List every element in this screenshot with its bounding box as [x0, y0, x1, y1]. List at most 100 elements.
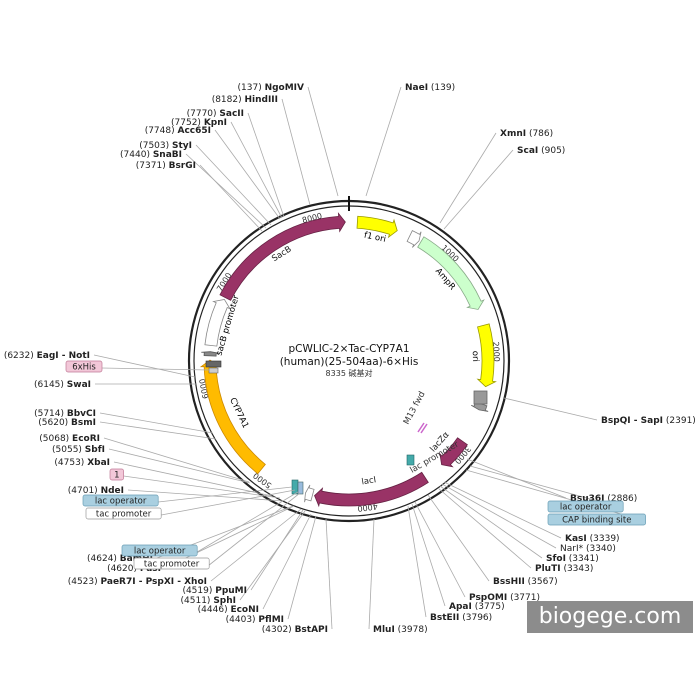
site-bsu36i-position: (2886) [605, 494, 638, 504]
site-bsshii-position: (3567) [525, 577, 558, 587]
site-pflmi-position: (4403) [226, 615, 259, 625]
feature-arrow-sacb [219, 212, 346, 301]
site-styi-position: (7503) [139, 141, 172, 151]
lac-operator-mark-c [406, 454, 415, 466]
site-naei-position: (139) [428, 83, 455, 93]
site-bsteii: BstEII (3796) [430, 613, 492, 623]
badge-1-box [109, 468, 124, 481]
lac-operator-mark-a [291, 479, 299, 495]
site-acc65i: (7748) Acc65I [145, 126, 211, 136]
feature-arrow-lacz [439, 437, 468, 468]
site-pluti-position: (3343) [561, 564, 594, 574]
badge-lac-operator: lac operator [95, 497, 147, 507]
site-apai: ApaI (3775) [449, 602, 505, 612]
tick-label-3: 4000 [357, 502, 378, 513]
site-swai-position: (6145) [34, 380, 67, 390]
site-pflmi-name: PflMI [258, 615, 284, 625]
site-pluti-name: PluTI [535, 564, 561, 574]
feature-arrow-ori [476, 323, 497, 388]
site-leader-lines [93, 86, 646, 630]
site-paer7i-pspxi-xhoi-leader [210, 508, 302, 582]
badge-6xhis: 6xHis [72, 363, 96, 373]
site-econi-name: EcoNI [230, 605, 259, 615]
site-eagi-noti-leader [93, 354, 196, 378]
site-ngomiv: (137) NgoMIV [238, 83, 305, 93]
plasmid-name-line1: pCWLIC-2×Tac-CYP7A1 [288, 343, 409, 355]
site-scai: ScaI (905) [517, 146, 565, 156]
site-sphi: (4511) SphI [181, 596, 236, 606]
site-ndei-position: (4701) [68, 486, 101, 496]
site-kasi: KasI (3339) [565, 534, 620, 544]
site-hindiii: (8182) HindIII [212, 95, 278, 105]
site-sfoi-position: (3341) [566, 554, 599, 564]
feature-arrow-cyp7a1 [199, 359, 266, 475]
site-mlui-name: MluI [373, 625, 395, 635]
site-bsu36i: Bsu36I (2886) [570, 494, 637, 504]
site-bsmi: (5620) BsmI [38, 418, 96, 428]
site-paer7i-pspxi-xhoi: (4523) PaeR7I - PspXI - XhoI [68, 577, 207, 587]
site-hindiii-name: HindIII [244, 95, 278, 105]
site-acc65i-position: (7748) [145, 126, 178, 136]
site-bstapi-leader [325, 518, 333, 630]
site-eagi-noti-name: EagI - NotI [37, 351, 90, 361]
site-sbfi-name: SbfI [85, 445, 105, 455]
site-bsteii-name: BstEII [430, 613, 459, 623]
site-nari: NarI* (3340) [560, 544, 616, 554]
badge-tac-promoter-leader [161, 489, 296, 516]
badge-cap-binding-site-box [547, 513, 646, 526]
site-sphi-name: SphI [213, 596, 236, 606]
six-his-mark [208, 367, 219, 374]
badge-tac-promoter: tac promoter [144, 560, 200, 570]
site-xmni-name: XmnI [500, 129, 526, 139]
site-bsu36i-name: Bsu36I [570, 494, 605, 504]
site-paer7i-pspxi-xhoi-name: PaeR7I - PspXI - XhoI [101, 577, 207, 587]
site-eagi-noti-position: (6232) [4, 351, 37, 361]
site-bsrgi: (7371) BsrGI [136, 161, 196, 171]
site-econi-leader [262, 513, 312, 610]
site-sbfi-leader [108, 448, 251, 484]
m13-fwd-label: M13 fwd [402, 390, 428, 427]
site-nari-name: NarI* [560, 544, 584, 554]
site-econi: (4446) EcoNI [198, 605, 259, 615]
badge-6xhis-box [65, 360, 103, 373]
site-scai-leader [443, 149, 514, 230]
site-sfoi-leader [439, 485, 543, 559]
site-snabi-name: SnaBI [153, 150, 182, 160]
site-snabi-position: (7440) [120, 150, 153, 160]
feature-arrow-f1-ori [356, 215, 398, 239]
site-scai-name: ScaI [517, 146, 538, 156]
tick-label-1: 2000 [491, 341, 501, 362]
site-nari-leader [441, 483, 557, 549]
site-apai-name: ApaI [449, 602, 472, 612]
site-bstapi-position: (4302) [262, 625, 295, 635]
site-sbfi-position: (5055) [52, 445, 85, 455]
feature-label-f1-ori: f1 ori [363, 231, 387, 245]
site-kpni-position: (7752) [171, 118, 204, 128]
plasmid-name-line2: (human)(25-504aa)-6×His [280, 356, 419, 368]
feature-label-ori: ori [470, 351, 480, 362]
site-bsteii-leader [407, 505, 427, 618]
plasmid-size: 8335 碱基对 [326, 368, 373, 378]
site-styi-leader [195, 144, 272, 226]
site-bsshii: BssHII (3567) [493, 577, 558, 587]
site-xmni: XmnI (786) [500, 129, 553, 139]
feature-arrow-laci-promoter [304, 484, 315, 503]
site-bbvci-name: BbvCI [67, 409, 96, 419]
site-bspqi-sapi: BspQI - SapI (2391) [601, 416, 696, 426]
site-bspqi-sapi-leader [503, 397, 598, 421]
site-bsteii-position: (3796) [459, 613, 492, 623]
badge-lac-operator: lac operator [134, 547, 186, 557]
badge-lac-operator-box [547, 500, 624, 513]
feature-arrow-laci [314, 471, 429, 508]
site-eagi-noti: (6232) EagI - NotI [4, 351, 90, 361]
feature-arrow-loxp [201, 351, 220, 357]
site-naei-name: NaeI [405, 83, 428, 93]
site-ngomiv-position: (137) [238, 83, 265, 93]
site-bspqi-sapi-position: (2391) [663, 416, 696, 426]
feature-arrow-ampr [417, 236, 485, 310]
site-xmni-leader [439, 132, 497, 224]
badge-1-leader [123, 475, 281, 499]
site-pluti-leader [437, 487, 532, 569]
site-apai-leader [411, 503, 446, 607]
